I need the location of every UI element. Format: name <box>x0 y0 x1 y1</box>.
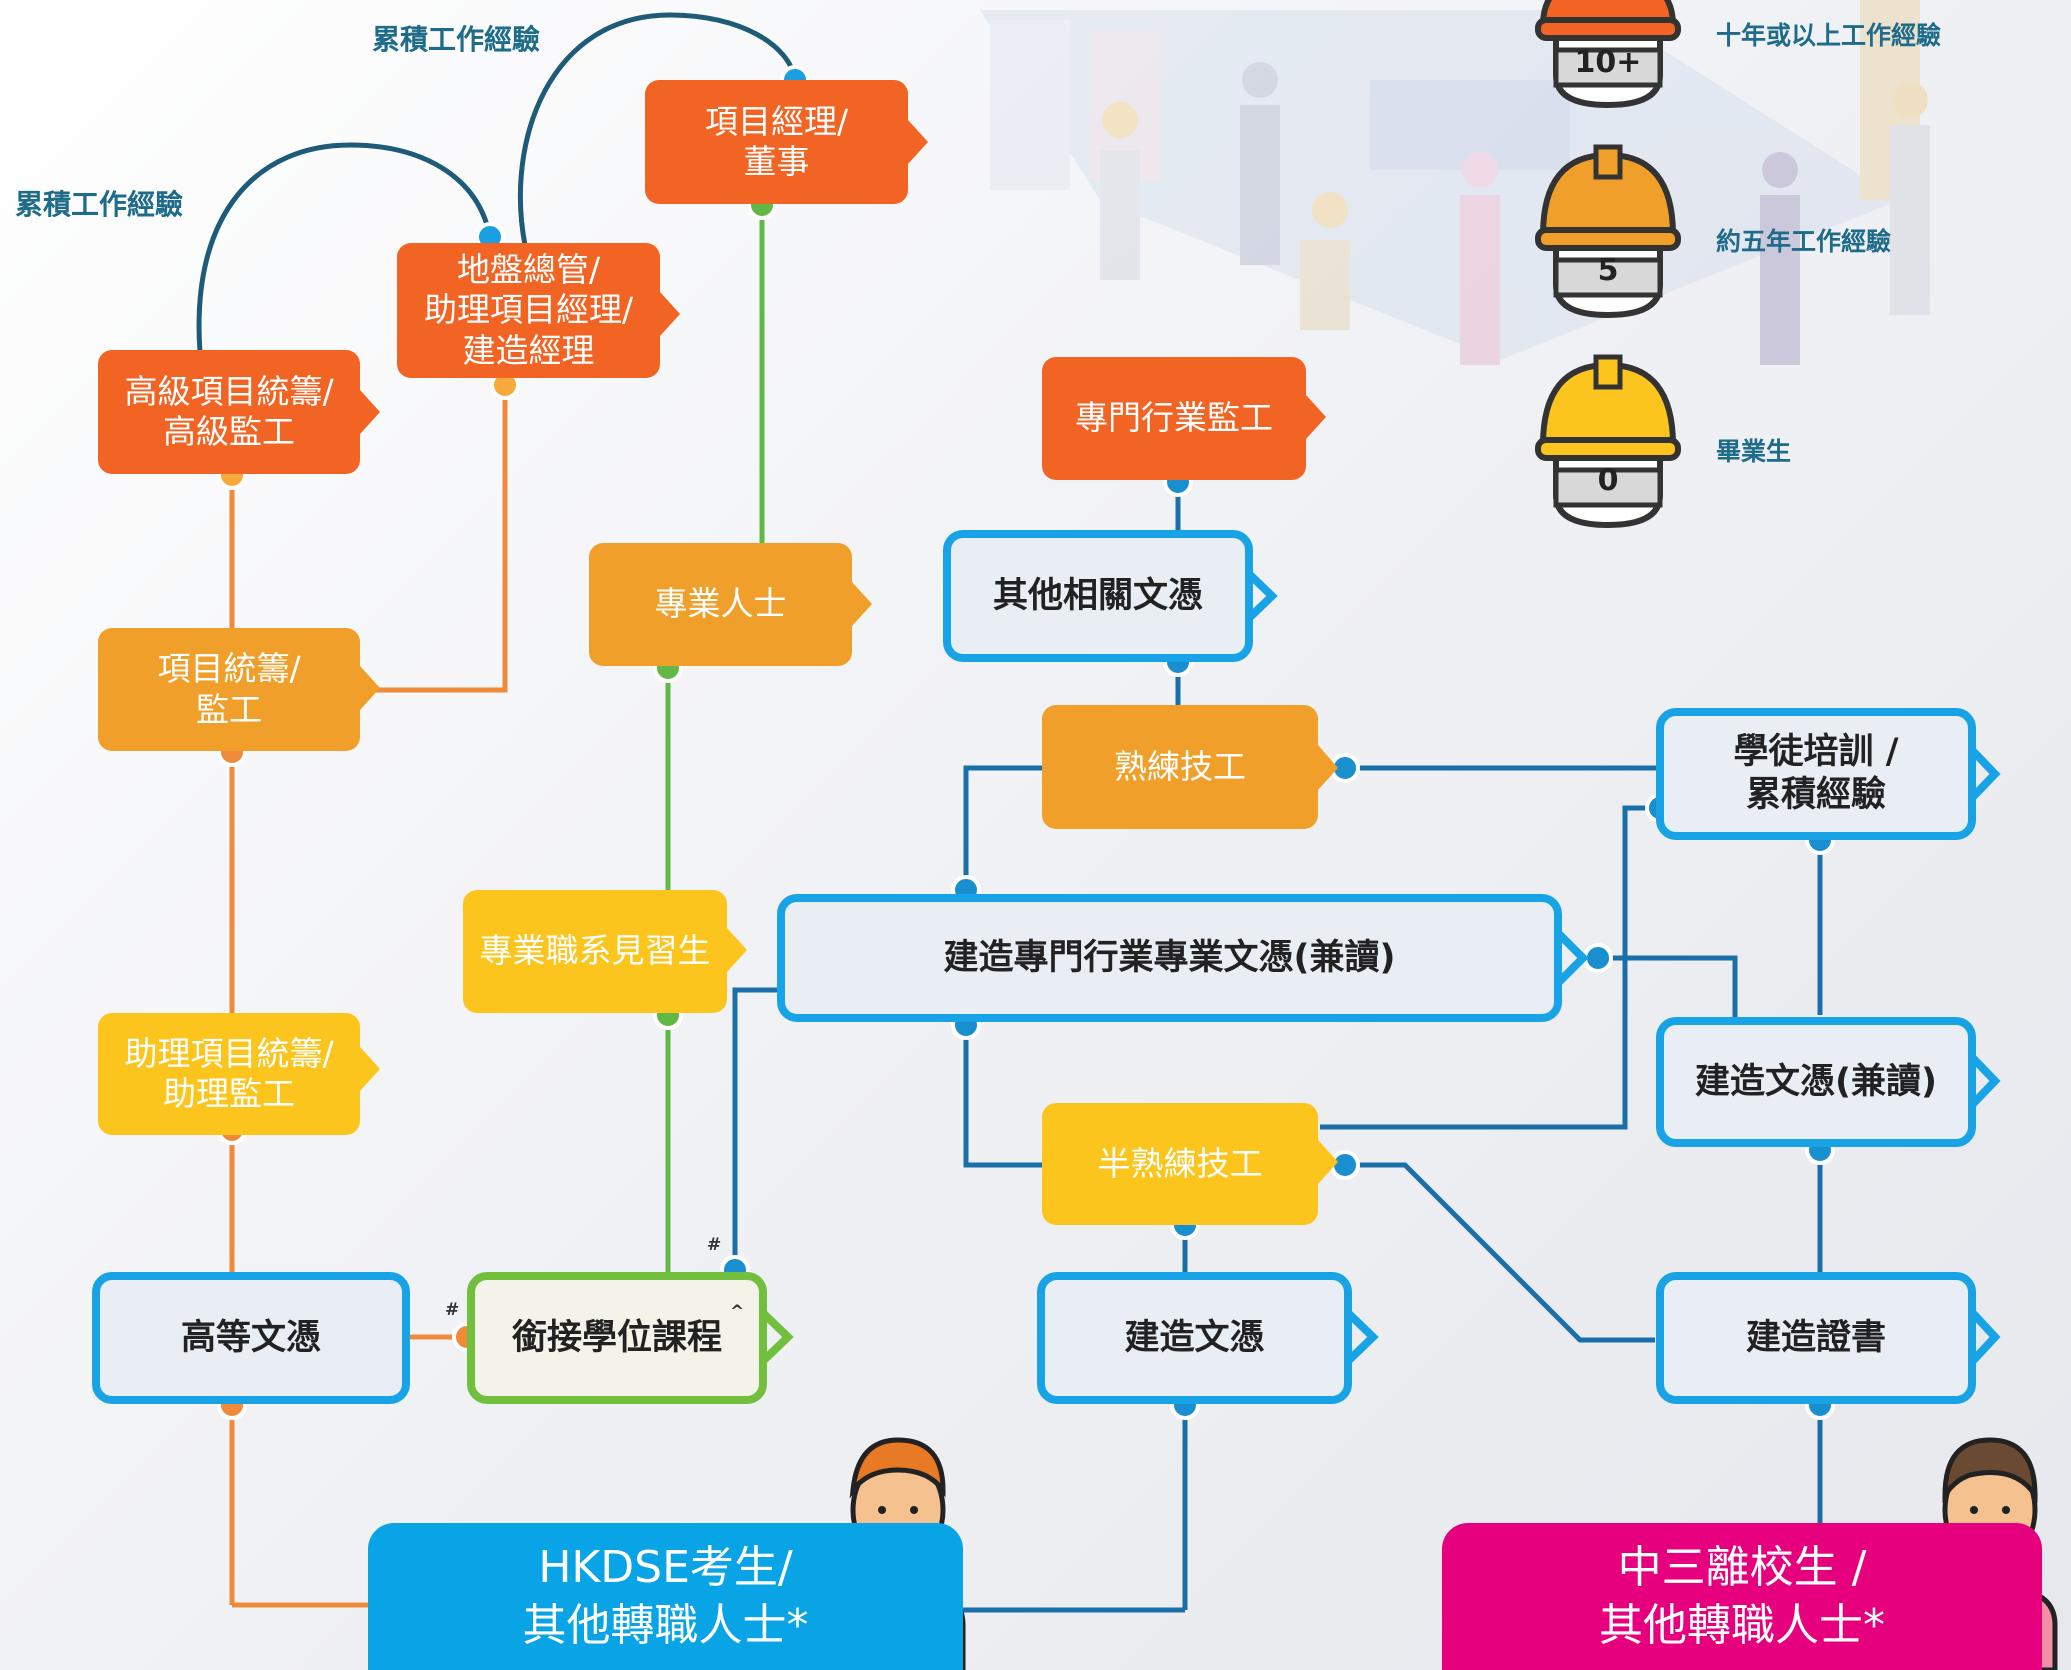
background-illustration <box>980 0 1930 365</box>
node-trade-supervisor[interactable]: 專門行業監工 <box>1042 357 1306 480</box>
legend-label: 約五年工作經驗 <box>1716 227 1892 256</box>
node-semi-skilled[interactable]: 半熟練技工 <box>1042 1103 1318 1225</box>
node-construction-diploma-pt[interactable]: 建造文憑(兼讀) <box>1656 1017 1976 1147</box>
legend-level: 10+ <box>1575 45 1642 80</box>
node-construction-diploma[interactable]: 建造文憑 <box>1037 1272 1352 1404</box>
helmet-0-icon <box>1535 354 1681 529</box>
note-experience: 累積工作經驗 <box>372 23 541 56</box>
node-trade-diploma[interactable]: 建造專門行業專業文憑(兼讀) <box>777 894 1562 1022</box>
node-other-diploma[interactable]: 其他相關文憑 <box>943 530 1253 662</box>
node-trainee[interactable]: 專業職系見習生 <box>463 890 727 1013</box>
start-hkdse[interactable]: HKDSE考生/ 其他轉職人士* <box>368 1523 963 1670</box>
node-apprentice[interactable]: 學徒培訓 / 累積經驗 <box>1656 708 1976 840</box>
start-form3[interactable]: 中三離校生 / 其他轉職人士* <box>1442 1523 2042 1670</box>
node-top-up-degree[interactable]: 銜接學位課程 <box>467 1272 767 1404</box>
node-site-agent[interactable]: 地盤總管/ 助理項目經理/ 建造經理 <box>397 243 660 378</box>
note-experience: 累積工作經驗 <box>15 188 184 221</box>
helmet-5-icon <box>1535 144 1681 319</box>
legend-level: 5 <box>1598 253 1619 288</box>
legend-label: 十年或以上工作經驗 <box>1716 21 1942 50</box>
caret-mark: ^ <box>730 1302 745 1322</box>
node-higher-diploma[interactable]: 高等文憑 <box>92 1272 410 1404</box>
hash-mark: # <box>445 1300 460 1320</box>
node-skilled-worker[interactable]: 熟練技工 <box>1042 705 1318 829</box>
node-construction-certificate[interactable]: 建造證書 <box>1656 1272 1976 1404</box>
node-project-manager[interactable]: 項目經理/ 董事 <box>645 80 908 204</box>
node-coordinator[interactable]: 項目統籌/ 監工 <box>98 628 360 751</box>
hash-mark: # <box>707 1235 722 1255</box>
helmet-10-icon <box>1535 0 1681 109</box>
legend-level: 0 <box>1598 463 1619 498</box>
node-assistant-coordinator[interactable]: 助理項目統籌/ 助理監工 <box>98 1013 360 1135</box>
legend-label: 畢業生 <box>1716 437 1792 466</box>
legend-helmets: 10+ 5 0 <box>1535 0 1681 529</box>
node-professional[interactable]: 專業人士 <box>589 543 852 666</box>
node-senior-coordinator[interactable]: 高級項目統籌/ 高級監工 <box>98 350 360 474</box>
box-arrows <box>360 120 2001 1367</box>
